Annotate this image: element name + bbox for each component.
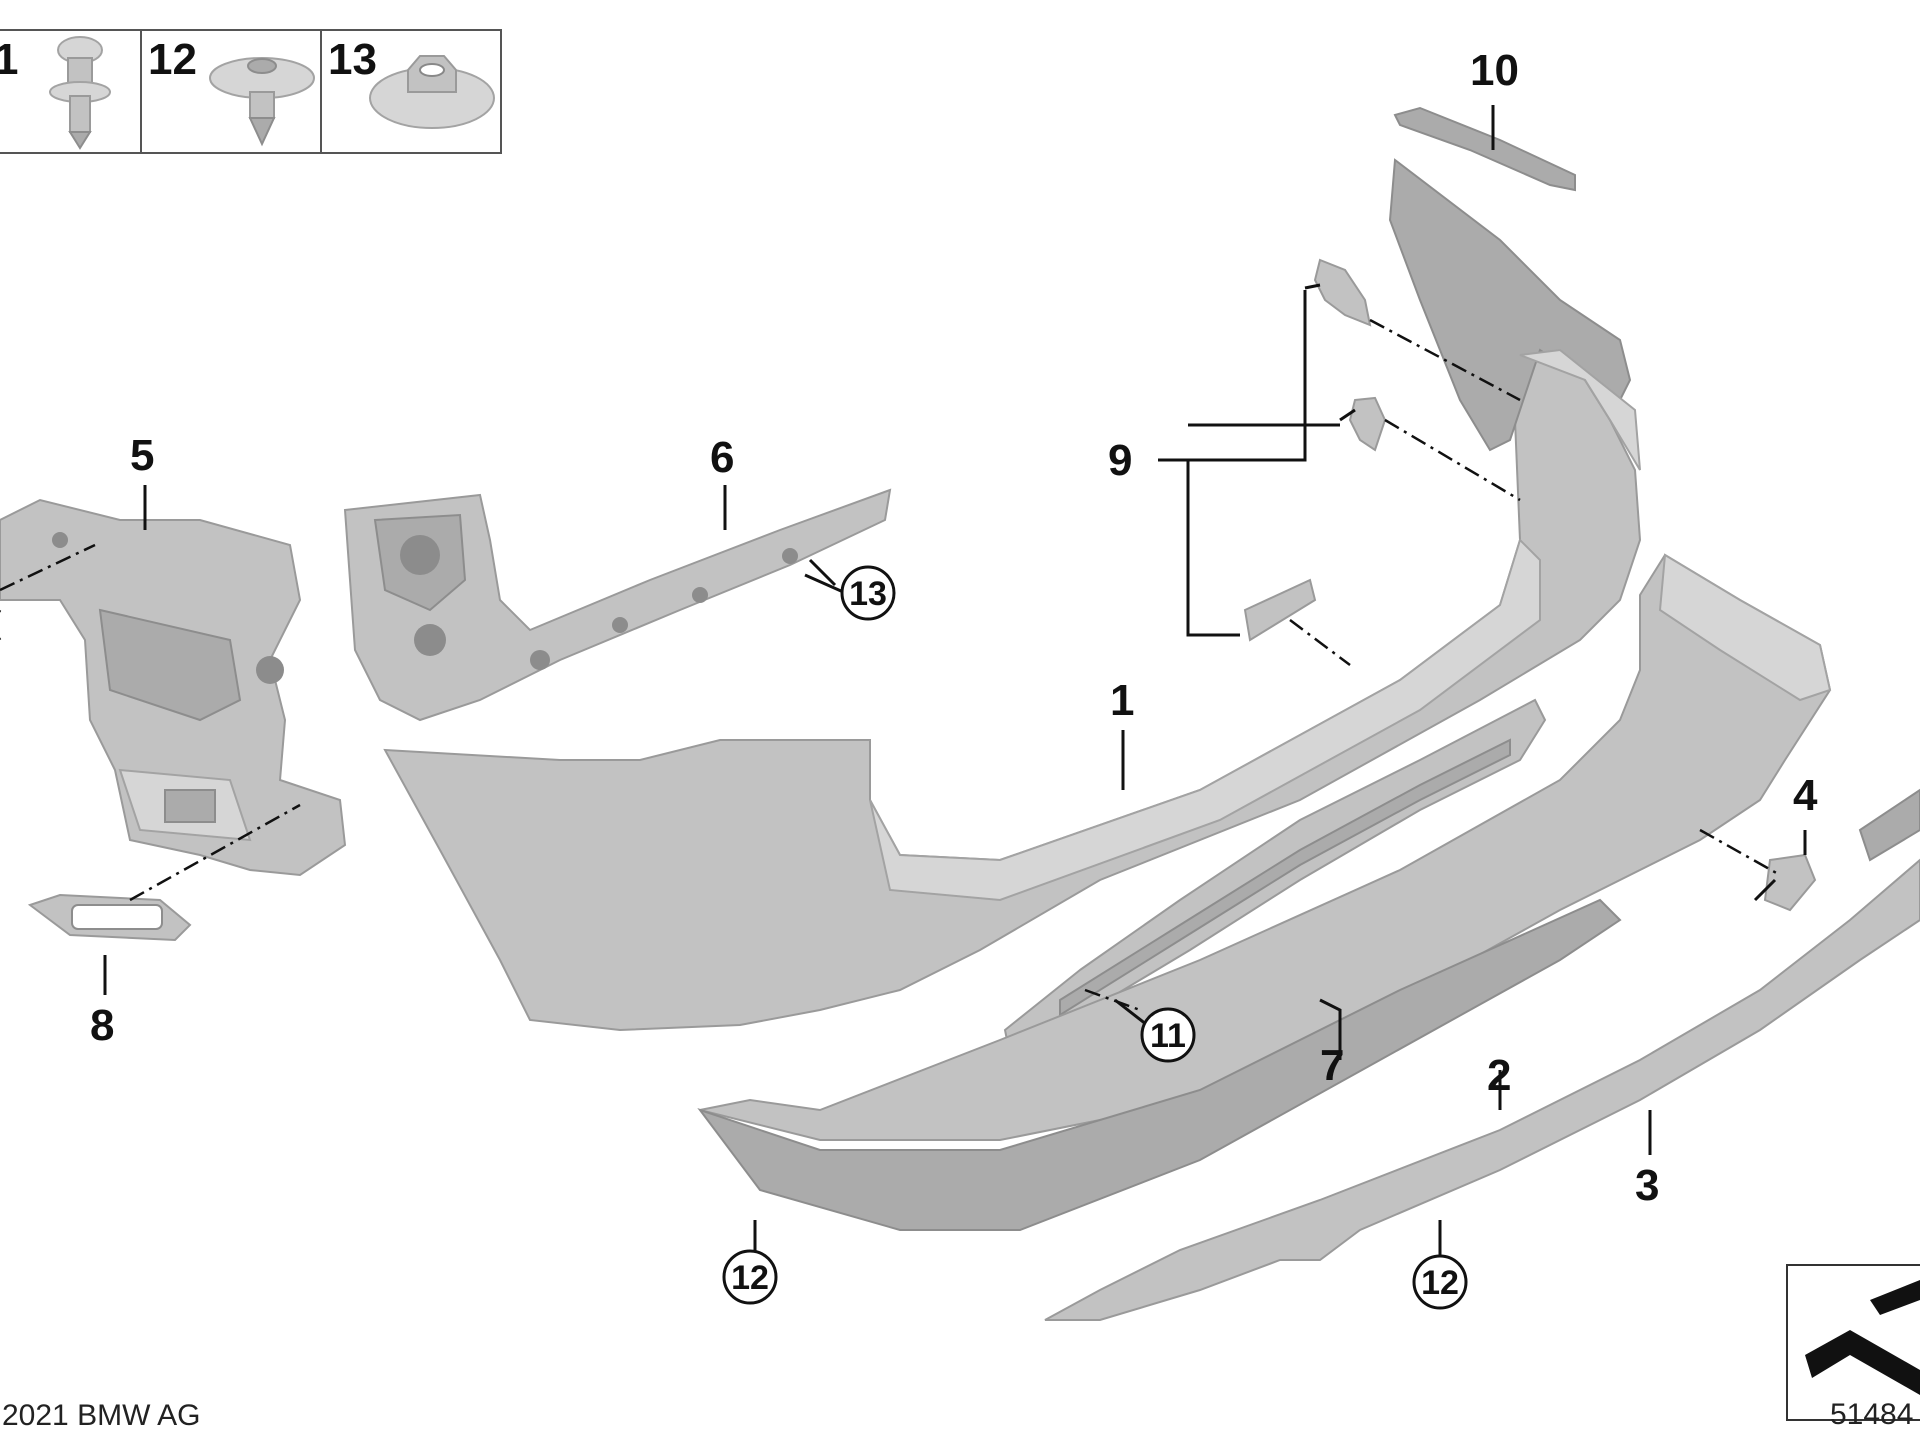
fastener-table: 1 12 13	[0, 29, 502, 154]
screw-clip-icon	[209, 57, 315, 147]
callout-labels: 5 6 1 10 9 7 2 3 4 8	[90, 46, 1818, 1210]
circled-callout-13: 13	[840, 565, 896, 621]
circled-callout-11: 11	[1140, 1007, 1196, 1063]
part-5-bracket	[0, 498, 347, 877]
part-6-bracket	[343, 488, 892, 722]
svg-text:11: 11	[1150, 1017, 1186, 1055]
circled-callout-12: 12	[1412, 1254, 1468, 1310]
flange-nut-icon	[369, 55, 495, 129]
circled-callouts: 13 11 12 12	[0, 565, 1468, 1310]
expanding-rivet-icon	[49, 36, 111, 150]
svg-text:12: 12	[731, 1259, 769, 1297]
callout-10: 10	[1470, 46, 1519, 95]
callout-3: 3	[1635, 1161, 1659, 1210]
callout-8: 8	[90, 1001, 114, 1050]
callout-4: 4	[1793, 771, 1818, 820]
callout-9: 9	[1108, 436, 1132, 485]
callout-7: 7	[1320, 1041, 1344, 1090]
arrow-icon	[1805, 1330, 1920, 1395]
fastener-label-12: 12	[148, 35, 197, 84]
assembly-lines	[0, 318, 1781, 1012]
part-9-clips	[1243, 258, 1387, 642]
part-3-lower-trim	[1044, 788, 1920, 1321]
callout-5: 5	[130, 431, 154, 480]
orientation-symbol	[1786, 1264, 1920, 1421]
copyright-text: 2021 BMW AG	[2, 1399, 200, 1432]
diagram-number: 51484	[1830, 1398, 1913, 1431]
part-1-bumper-cover	[383, 158, 1642, 1032]
svg-text:12: 12	[1421, 1264, 1459, 1302]
callout-2: 2	[1487, 1051, 1511, 1100]
callout-6: 6	[710, 433, 734, 482]
fastener-label-11: 1	[0, 35, 18, 84]
part-10-trim-strip	[1393, 106, 1576, 192]
svg-text:13: 13	[849, 575, 887, 613]
part-7-carrier	[1003, 698, 1547, 1057]
part-8-trim	[27, 893, 192, 942]
circled-callout-12: 12	[722, 1249, 778, 1305]
part-4-cap	[1753, 853, 1817, 912]
part-2-diffuser	[697, 553, 1832, 1231]
callout-1: 1	[1110, 676, 1134, 725]
fastener-label-13: 13	[328, 35, 377, 84]
